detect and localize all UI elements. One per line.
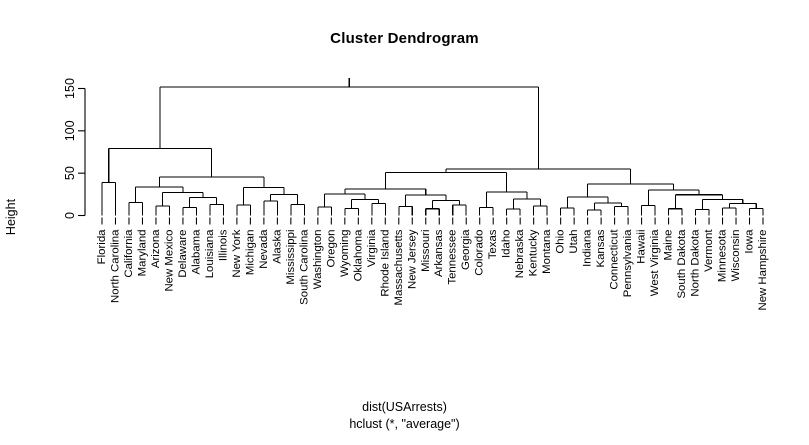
leaf-label: New Mexico [163, 230, 175, 292]
dendrogram-tree [101, 77, 764, 216]
leaf-label: Minnesota [717, 229, 729, 282]
leaf-label: Missouri [420, 230, 432, 272]
leaf-label: Maryland [136, 230, 148, 277]
leaf-label: Oregon [325, 230, 337, 268]
leaf-label: Vermont [703, 229, 715, 272]
leaf-label: Colorado [474, 230, 486, 276]
leaf-label: Indiana [582, 229, 594, 267]
leaf-label: Iowa [744, 229, 756, 254]
svg-text:150: 150 [63, 78, 77, 99]
leaf-label: Delaware [177, 230, 189, 278]
leaf-label: Oklahoma [352, 229, 364, 282]
leaf-label: New Jersey [406, 229, 418, 289]
leaf-label: Arizona [150, 229, 162, 268]
leaf-label: Maine [663, 230, 675, 261]
leaf-label: Mississippi [285, 230, 297, 285]
leaf-label: Idaho [501, 229, 513, 258]
leaf-label: California [123, 229, 135, 278]
leaf-label: South Carolina [298, 229, 310, 305]
leaf-label: Louisiana [204, 229, 216, 278]
leaf-label: Rhode Island [379, 230, 391, 297]
leaf-label: Arkansas [433, 229, 445, 277]
leaf-label: Montana [541, 229, 553, 274]
leaf-label: Tennessee [447, 230, 459, 285]
leaf-label: Nevada [258, 229, 270, 269]
leaf-label: Texas [487, 229, 499, 259]
leaf-label: Illinois [217, 229, 229, 261]
caption-distance: dist(USArrests) [362, 400, 447, 414]
leaf-label: Washington [312, 230, 324, 290]
leaf-label: Massachusetts [393, 229, 405, 305]
leaf-label: Connecticut [609, 229, 621, 290]
svg-text:50: 50 [63, 166, 77, 180]
leaf-label: West Virginia [649, 229, 661, 296]
leaf-label: North Carolina [109, 229, 121, 303]
leaf-label: South Dakota [676, 229, 688, 299]
leaf-label: Hawaii [636, 230, 648, 264]
leaf-label: Nebraska [514, 229, 526, 278]
leaf-label: Virginia [366, 229, 378, 267]
leaf-label: Wisconsin [730, 230, 742, 282]
leaf-label: Pennsylvania [622, 229, 634, 297]
leaf-label: Alabama [190, 229, 202, 275]
caption-method: hclust (*, "average") [349, 417, 460, 431]
leaf-label: Alaska [271, 229, 283, 264]
leaf-label: Wyoming [339, 230, 351, 277]
svg-text:0: 0 [63, 212, 77, 219]
leaf-label: Florida [96, 229, 108, 264]
leaf-label: Georgia [460, 229, 472, 270]
svg-text:100: 100 [63, 120, 77, 141]
leaf-label: Michigan [244, 230, 256, 276]
leaf-tick-marks [101, 217, 764, 225]
y-axis: 0 50 100 150 [63, 78, 86, 219]
leaf-label: Kansas [595, 229, 607, 267]
leaf-label: Utah [568, 230, 580, 254]
leaf-label: Ohio [555, 230, 567, 254]
leaf-label: Kentucky [528, 229, 540, 276]
leaf-label: New Hampshire [757, 230, 769, 311]
leaf-label: New York [231, 229, 243, 277]
leaf-label: North Dakota [690, 229, 702, 297]
page-title: Cluster Dendrogram [330, 30, 479, 47]
